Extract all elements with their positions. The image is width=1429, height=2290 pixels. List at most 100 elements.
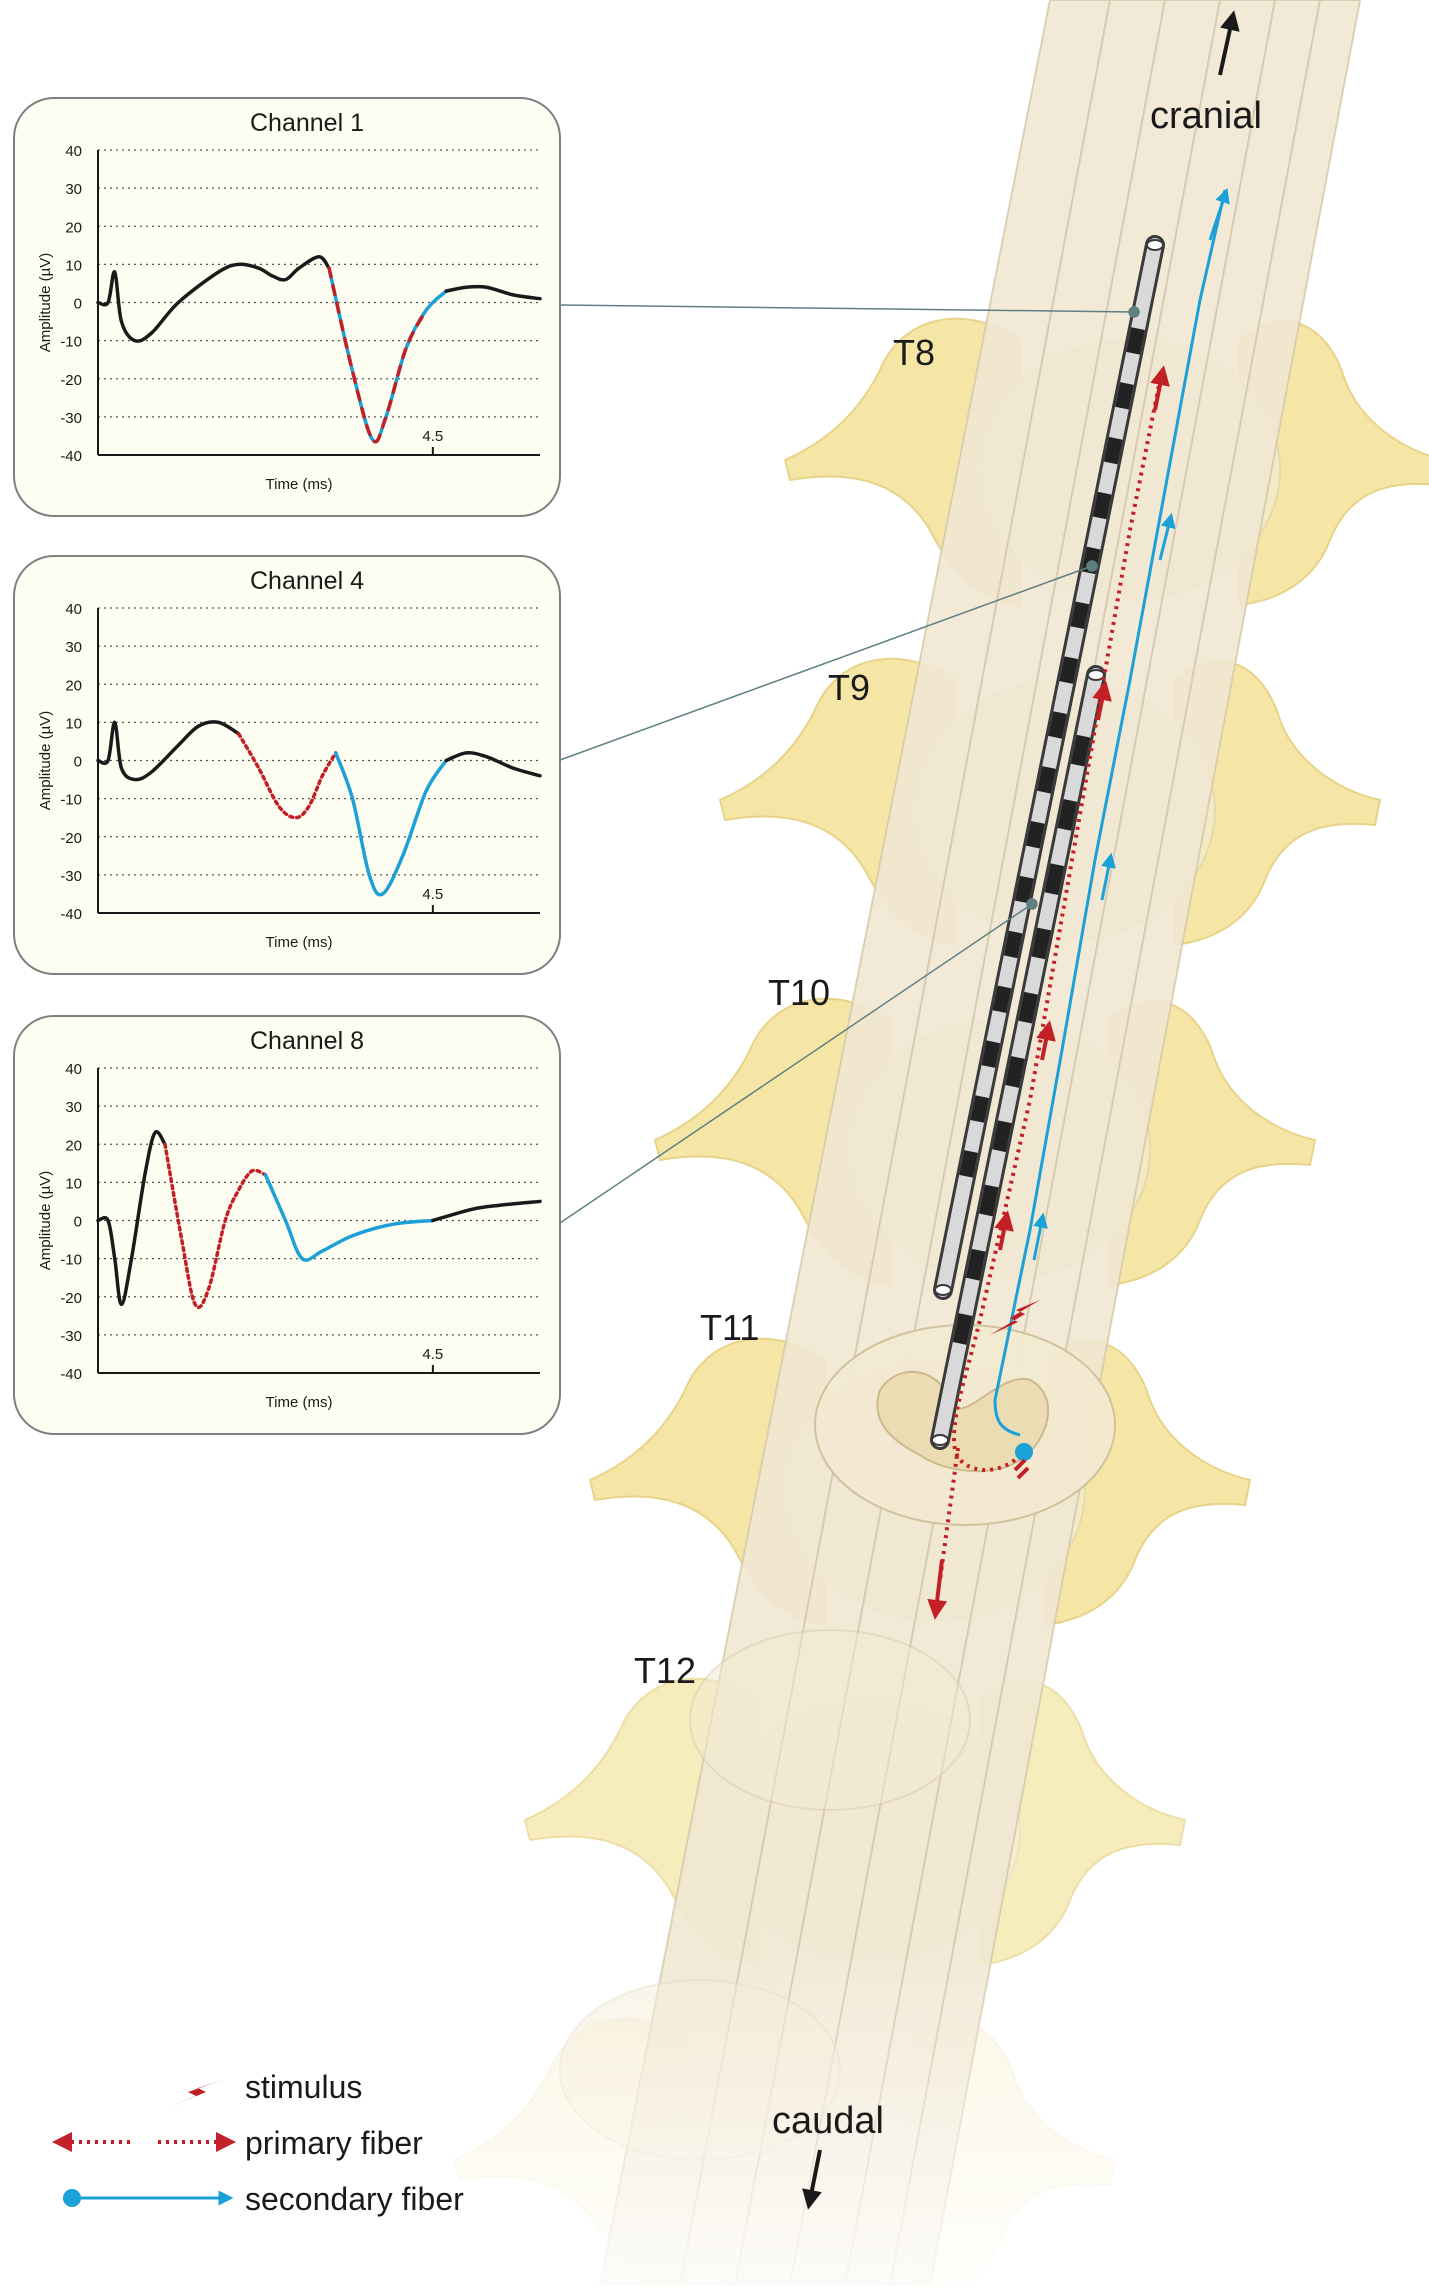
secondary-fiber-arrow — [1208, 187, 1230, 241]
stimulation-leads — [930, 235, 1165, 1450]
trace-black — [431, 1199, 542, 1223]
lead-contact — [981, 1040, 1001, 1068]
lead-contact — [1059, 656, 1079, 684]
panel-title: Channel 4 — [250, 567, 364, 595]
lead-contact — [970, 1095, 990, 1123]
panel-frame — [13, 555, 561, 975]
cranial-arrow — [1218, 10, 1240, 76]
y-tick-label: 10 — [65, 715, 82, 732]
legend-stimulus-icon — [168, 2080, 222, 2108]
x-axis-label: Time (ms) — [266, 476, 333, 493]
vertebra-label-t8: T8 — [893, 332, 935, 373]
lead-contact — [1048, 711, 1067, 739]
lead-contact — [1103, 436, 1123, 465]
y-tick-label: 30 — [65, 181, 82, 198]
lead-contact — [992, 985, 1012, 1014]
vertebra-labels: T8 T9 T10 T11 T12 — [634, 332, 935, 1691]
trace-black — [96, 720, 241, 782]
direction-indicators: cranial caudal — [772, 10, 1262, 2210]
vertebra-label-t10: T10 — [768, 972, 830, 1013]
y-tick-label: -20 — [60, 1290, 82, 1307]
y-tick-label: 20 — [65, 1137, 82, 1154]
synapse-mark — [1013, 1458, 1030, 1480]
lead-contact — [1070, 734, 1091, 767]
y-tick-label: 30 — [65, 1099, 82, 1116]
y-tick-label: 0 — [74, 1214, 82, 1231]
y-tick-label: 30 — [65, 639, 82, 656]
y-tick-label: 20 — [65, 219, 82, 236]
primary-fiber-arrow-up — [994, 1210, 1014, 1251]
lead-contact — [1031, 927, 1052, 960]
secondary-fiber-soma — [1015, 1443, 1033, 1461]
lead-contact — [1026, 820, 1045, 849]
vertebra-right-process — [979, 1680, 1187, 1967]
primary-fiber-arrow-down — [927, 1559, 948, 1620]
trace-black — [96, 254, 331, 343]
primary-fiber-arrow-up — [1150, 365, 1170, 411]
primary-fiber-descending — [938, 1447, 960, 1581]
y-axis-label: Amplitude (µV) — [37, 1171, 54, 1271]
primary-fiber-arrow-up — [1036, 1020, 1056, 1061]
lead-contact — [965, 1248, 986, 1281]
trace-blue — [333, 751, 448, 897]
legend-stimulus-label: stimulus — [245, 2069, 362, 2105]
lead-contact — [1115, 382, 1134, 410]
vertebra-right-process — [1174, 660, 1382, 947]
lead-contact — [992, 1120, 1012, 1153]
y-tick-label: 40 — [65, 143, 82, 160]
stimulus-bolt — [990, 1300, 1040, 1335]
y-tick-label: -30 — [60, 1328, 82, 1345]
y-axis-label: Amplitude (µV) — [37, 711, 54, 811]
caudal-label: caudal — [772, 2100, 884, 2142]
x-axis-label: Time (ms) — [266, 934, 333, 951]
secondary-fiber-path — [993, 189, 1227, 1437]
y-tick-label: -20 — [60, 372, 82, 389]
trace-reddot — [163, 1142, 268, 1310]
x-tick-label: 4.5 — [422, 1346, 443, 1363]
secondary-fiber-arrow — [1158, 512, 1176, 561]
panel-title: Channel 1 — [250, 109, 364, 137]
legend-primary-label: primary fiber — [245, 2125, 423, 2161]
trace-black — [444, 284, 542, 301]
x-tick-label: 4.5 — [422, 886, 443, 903]
trace-blue — [263, 1173, 435, 1262]
vertebra-label-t9: T9 — [828, 667, 870, 708]
vertebra-right-process — [1109, 1000, 1317, 1287]
y-tick-label: -40 — [60, 906, 82, 923]
lead-contact — [1057, 799, 1078, 831]
x-tick-label: 4.5 — [422, 428, 443, 445]
x-axis-label: Time (ms) — [266, 1394, 333, 1411]
y-tick-label: -10 — [60, 792, 82, 809]
y-tick-label: -40 — [60, 448, 82, 465]
lead-contact — [952, 1313, 973, 1345]
y-tick-label: 10 — [65, 257, 82, 274]
panel-frame — [13, 97, 561, 517]
y-tick-label: 10 — [65, 1175, 82, 1192]
caudal-arrow — [802, 2149, 822, 2210]
lead-lower — [930, 665, 1106, 1450]
y-tick-label: -10 — [60, 334, 82, 351]
y-tick-label: 40 — [65, 1061, 82, 1078]
lead-contact — [1037, 766, 1056, 794]
primary-fiber-path — [952, 379, 1162, 1473]
y-axis-label: Amplitude (µV) — [37, 253, 54, 353]
y-tick-label: 0 — [74, 296, 82, 313]
cranial-label: cranial — [1150, 95, 1262, 137]
y-tick-label: 20 — [65, 677, 82, 694]
y-tick-label: -40 — [60, 1366, 82, 1383]
lead-contact — [1092, 491, 1112, 520]
lead-contact — [1018, 991, 1038, 1024]
primary-fiber-arrow-up — [1092, 680, 1112, 721]
secondary-fiber-arrow — [1100, 852, 1116, 901]
lead-contact — [1044, 863, 1065, 896]
lead-contact — [979, 1184, 999, 1217]
trace-reddot — [236, 732, 338, 820]
legend: stimulus primary fiber secondary fiber — [52, 2069, 464, 2217]
lead-contact — [1070, 601, 1090, 629]
